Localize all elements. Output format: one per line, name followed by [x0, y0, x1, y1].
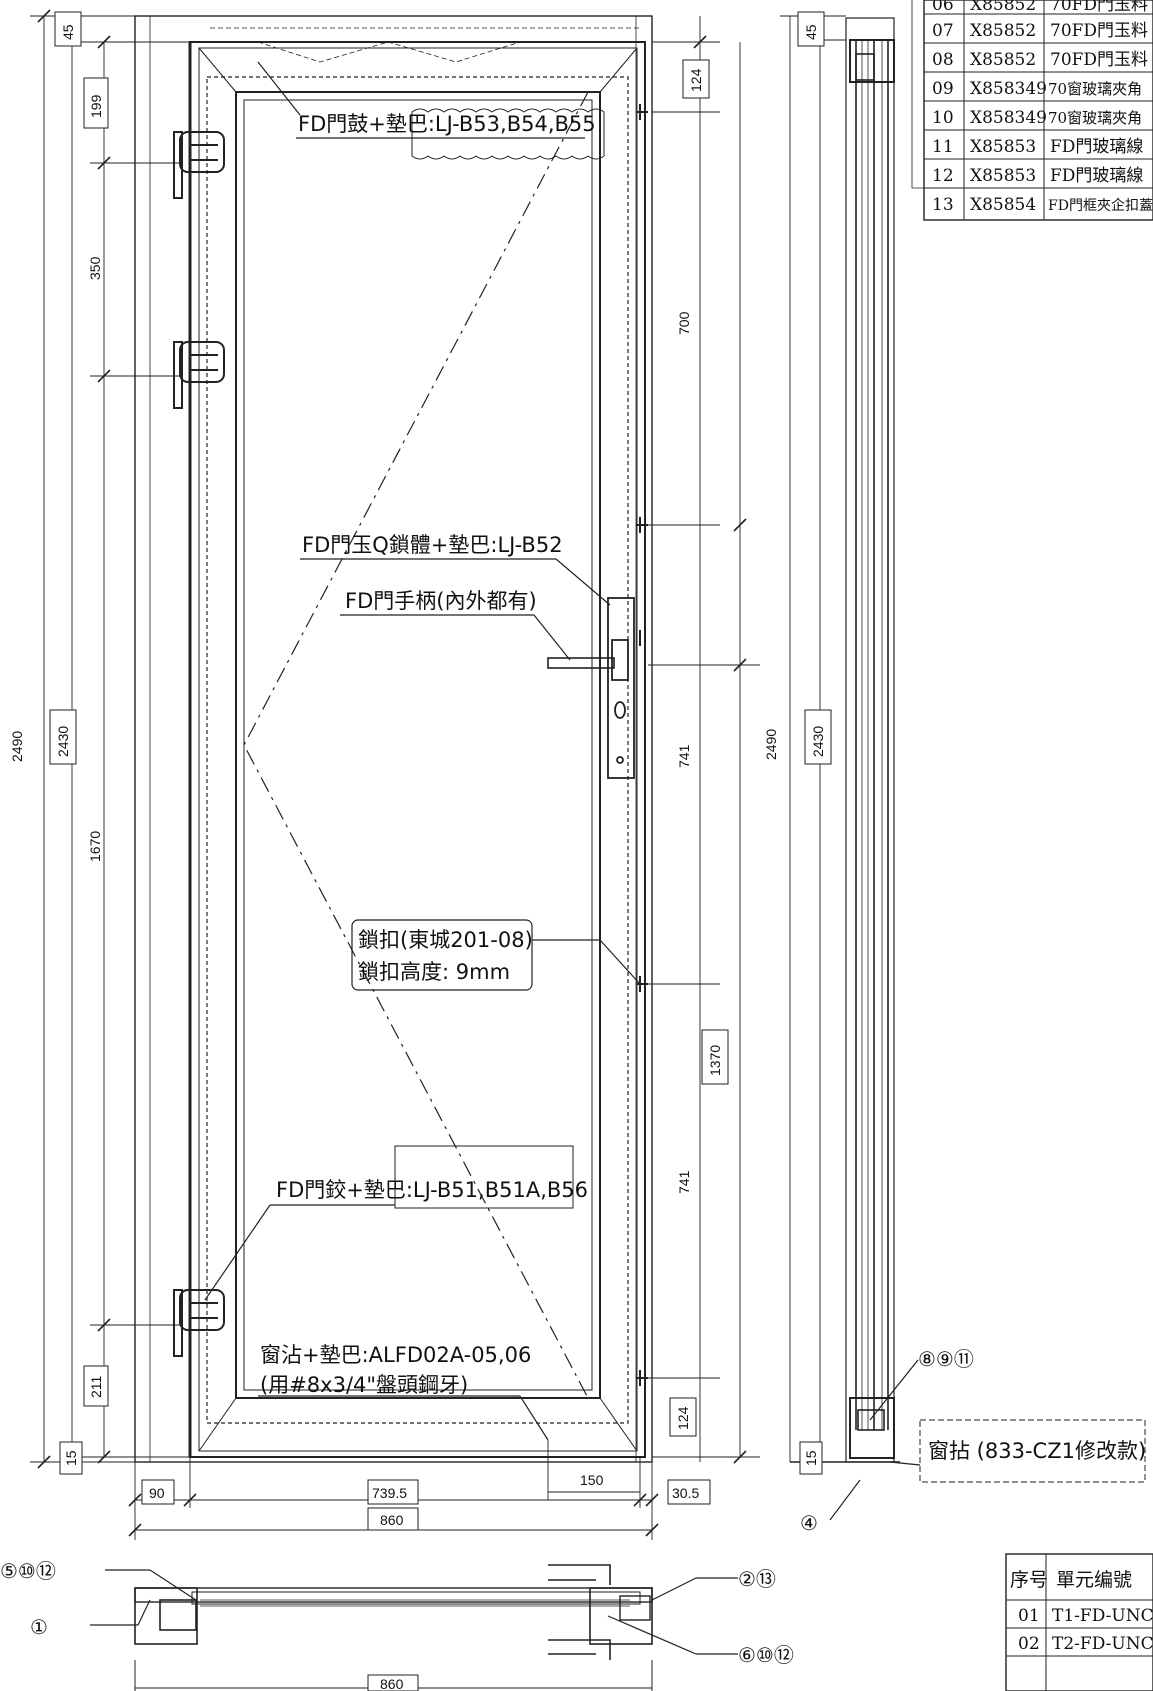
- callout-1: ①: [30, 1617, 48, 1639]
- label-sill-2: (用#8x3/4"盤頭鋼牙): [260, 1373, 468, 1397]
- parts-r4-desc: 70窗玻璃夾角: [1048, 109, 1142, 127]
- swing-lines: [243, 91, 589, 1399]
- dim-1670: 1670: [87, 831, 103, 862]
- dim-124-top: 124: [688, 68, 704, 92]
- dim-860-plan: 860: [380, 1676, 404, 1691]
- dim-2430-side: 2430: [810, 726, 826, 757]
- dim-199: 199: [88, 94, 104, 118]
- dim-211: 211: [88, 1375, 104, 1398]
- unit-header-code: 單元编號: [1056, 1569, 1132, 1591]
- dim-30-5: 30.5: [672, 1485, 699, 1501]
- parts-r5-no: 11: [932, 137, 954, 157]
- parts-r7-desc: FD門框夾企扣蓋: [1048, 197, 1153, 214]
- plan-section: [90, 1564, 738, 1691]
- unit-r1-code: T2-FD-UNC: [1052, 1634, 1153, 1654]
- parts-r2-no: 08: [932, 50, 954, 70]
- parts-r2-desc: 70FD門玉料: [1050, 50, 1148, 70]
- unit-header-no: 序号: [1010, 1569, 1048, 1591]
- parts-r1-no: 07: [932, 21, 954, 41]
- dim-45-left: 45: [60, 24, 76, 40]
- label-sill-1: 窗沾+墊巴:ALFD02A-05,06: [260, 1343, 531, 1367]
- parts-r7-code: X85854: [970, 195, 1036, 215]
- dim-124-bottom: 124: [675, 1406, 691, 1430]
- label-hinge: FD門鉸+墊巴:LJ-B51,B51A,B56: [276, 1178, 588, 1202]
- label-handle: FD門手柄(內外都有): [345, 589, 537, 613]
- parts-r5-desc: FD門玻璃線: [1050, 137, 1143, 157]
- dimension-lines: [30, 9, 760, 1540]
- door-handle: [547, 657, 615, 669]
- callout-5-10-12: ⑤⑩⑫: [0, 1560, 56, 1583]
- callout-2-13: ②⑬: [738, 1568, 776, 1591]
- parts-r3-code: X858349: [970, 79, 1047, 99]
- dim-741-lower: 741: [676, 1170, 692, 1194]
- unit-r0-code: T1-FD-UNC: [1052, 1606, 1153, 1626]
- outer-frame: [134, 15, 653, 1463]
- dim-2490-side: 2490: [763, 729, 779, 760]
- parts-r1-desc: 70FD門玉料: [1050, 21, 1148, 41]
- dim-2490-left: 2490: [9, 731, 25, 762]
- parts-r0-code: X85852: [970, 0, 1036, 15]
- parts-r3-no: 09: [932, 79, 954, 99]
- dim-2430-left: 2430: [55, 726, 71, 757]
- parts-r6-no: 12: [932, 166, 954, 186]
- parts-table: 06 X85852 70FD門玉料 07 X85852 70FD門玉料 08 X…: [923, 0, 1153, 221]
- dim-700: 700: [676, 311, 692, 335]
- dim-45-side: 45: [803, 24, 819, 40]
- parts-r0-desc: 70FD門玉料: [1050, 0, 1148, 15]
- parts-r7-no: 13: [932, 195, 954, 215]
- parts-r3-desc: 70窗玻璃夾角: [1048, 80, 1142, 98]
- dim-860-front: 860: [380, 1512, 404, 1528]
- front-elevation: [134, 15, 653, 1463]
- label-strike-2: 鎖扣高度: 9mm: [358, 960, 510, 984]
- dim-15-side: 15: [803, 1450, 819, 1466]
- parts-r1-code: X85852: [970, 21, 1036, 41]
- callout-8-9-11: ⑧⑨⑪: [918, 1348, 974, 1371]
- parts-r4-code: X858349: [970, 108, 1047, 128]
- dim-15-left: 15: [63, 1450, 79, 1466]
- parts-r0-no: 06: [932, 0, 954, 15]
- label-pivot: FD門鼓+墊巴:LJ-B53,B54,B55: [298, 112, 596, 136]
- hinge-bottom: [173, 1289, 225, 1357]
- parts-r2-code: X85852: [970, 50, 1036, 70]
- callout-6-10-12: ⑥⑩⑫: [738, 1644, 794, 1667]
- dim-739-5: 739.5: [372, 1485, 407, 1501]
- parts-r5-code: X85853: [970, 137, 1036, 157]
- side-section: [780, 15, 921, 1521]
- callout-4: ④: [800, 1513, 818, 1535]
- dim-1370: 1370: [707, 1045, 723, 1076]
- unit-r1-no: 02: [1018, 1634, 1040, 1654]
- parts-r6-desc: FD門玻璃線: [1050, 166, 1143, 186]
- lock-body: [607, 597, 635, 779]
- dim-350: 350: [87, 256, 103, 280]
- dim-150: 150: [580, 1472, 604, 1488]
- label-sill-side: 窗拈 (833-CZ1修改款): [928, 1439, 1146, 1463]
- dim-741-upper: 741: [676, 744, 692, 768]
- door-sash: [189, 41, 646, 1458]
- label-strike-1: 鎖扣(東城201-08): [358, 928, 533, 952]
- hinge-middle: [173, 341, 225, 409]
- glass-panel: [235, 91, 601, 1399]
- parts-r4-no: 10: [932, 108, 954, 128]
- label-lock-body: FD門玉Q鎖體+墊巴:LJ-B52: [302, 533, 563, 557]
- dim-90: 90: [149, 1485, 165, 1501]
- unit-table: 序号 單元编號 01 T1-FD-UNC 02 T2-FD-UNC: [1005, 1553, 1153, 1691]
- parts-r6-code: X85853: [970, 166, 1036, 186]
- unit-r0-no: 01: [1018, 1606, 1040, 1626]
- hinge-top: [173, 131, 225, 199]
